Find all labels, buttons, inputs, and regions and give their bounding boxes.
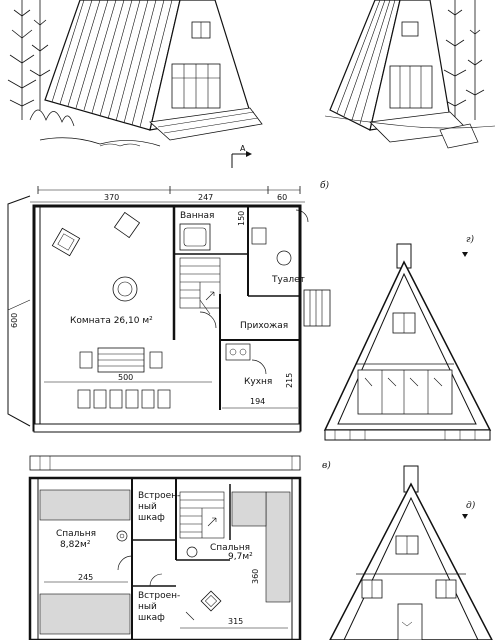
glazed-wall-front <box>357 369 453 415</box>
steps-right <box>439 123 479 149</box>
back-door <box>397 603 423 640</box>
back-elevation: д) <box>329 465 493 640</box>
toilet-fixture <box>276 250 292 266</box>
closet-top-line3: шкаф <box>138 513 165 523</box>
entry-steps <box>303 289 331 327</box>
closet-bottom-line3: шкаф <box>138 613 165 623</box>
dim-bottom-width: 500 <box>118 373 133 382</box>
side-table-right <box>200 590 222 612</box>
bedroom-left-line2: 8,82м² <box>60 540 91 550</box>
outer-wall-attic <box>28 476 302 640</box>
section-arrow: A <box>231 144 252 168</box>
stairs-ground <box>179 257 221 309</box>
dim-top-mid: 247 <box>198 193 213 202</box>
dim-bath-height: 150 <box>237 211 246 226</box>
low-ceiling-zone-right <box>265 491 291 603</box>
front-elevation: г) <box>323 234 492 441</box>
tree-sketch-right <box>443 0 485 130</box>
bathroom-label: Ванная <box>180 211 214 221</box>
bedroom-right-line1: Спальня <box>210 543 250 553</box>
glazed-wall-right <box>389 65 433 109</box>
dim-kitchen-height: 215 <box>285 373 294 388</box>
gable-window-right <box>401 21 419 37</box>
bedroom-right-line2: 9,7м² <box>228 552 253 562</box>
deck-left <box>149 107 263 141</box>
perspective-view-left: A <box>7 0 263 168</box>
stairs-attic <box>179 491 225 539</box>
dim-kitchen-width: 194 <box>250 397 265 406</box>
sink-bathroom <box>251 227 267 245</box>
low-ceiling-zone-left-bottom <box>39 593 131 635</box>
door-arc-bedroom-left <box>117 555 133 571</box>
mark-ground-plan: б) <box>320 180 329 191</box>
a-frame-outline-back <box>329 482 493 640</box>
closet-bottom-line1: Встроен- <box>138 591 180 601</box>
roof-eave-left <box>7 195 31 427</box>
dim-left-height: 600 <box>10 313 19 328</box>
bench-row <box>77 389 171 409</box>
foundation-front <box>324 429 491 441</box>
round-table <box>112 276 138 302</box>
living-room-label: Комната 26,10 м² <box>70 316 153 326</box>
toilet-label: Туалет <box>271 275 305 285</box>
mark-back-elevation: д) <box>466 500 476 511</box>
hall-label: Прихожая <box>240 321 288 331</box>
armchair-2 <box>113 211 141 239</box>
ground-floor-plan: б) 370 247 60 Ванная 150 <box>7 180 331 433</box>
dim-top-left: 370 <box>104 193 119 202</box>
attic-top-strip <box>29 455 301 471</box>
closet-bottom-line2: ный <box>138 602 157 612</box>
tree-sketch-left <box>7 0 51 120</box>
dim-attic-right-width: 315 <box>228 617 243 626</box>
bedroom-left-line1: Спальня <box>56 529 96 539</box>
closet-top-line2: ный <box>138 502 157 512</box>
lamp-left <box>116 530 128 542</box>
attic-floor-plan: в) Встроен- ный шкаф Спальня 8,82м² <box>28 455 331 640</box>
perspective-view-right <box>324 0 496 149</box>
mark-attic-plan: в) <box>322 460 331 471</box>
section-arrow-label: A <box>240 144 246 153</box>
low-ceiling-zone-left-top <box>39 489 131 521</box>
dim-top-right: 60 <box>277 193 287 202</box>
door-arc-hall <box>199 311 217 329</box>
dim-attic-right-height: 360 <box>251 569 260 584</box>
mark-front-elevation: г) <box>466 234 475 245</box>
bush-sketch-left <box>29 109 161 147</box>
stove <box>225 343 251 361</box>
dim-attic-left-width: 245 <box>78 573 93 582</box>
kitchen-label: Кухня <box>244 377 272 387</box>
closet-top-line1: Встроен- <box>138 491 180 501</box>
